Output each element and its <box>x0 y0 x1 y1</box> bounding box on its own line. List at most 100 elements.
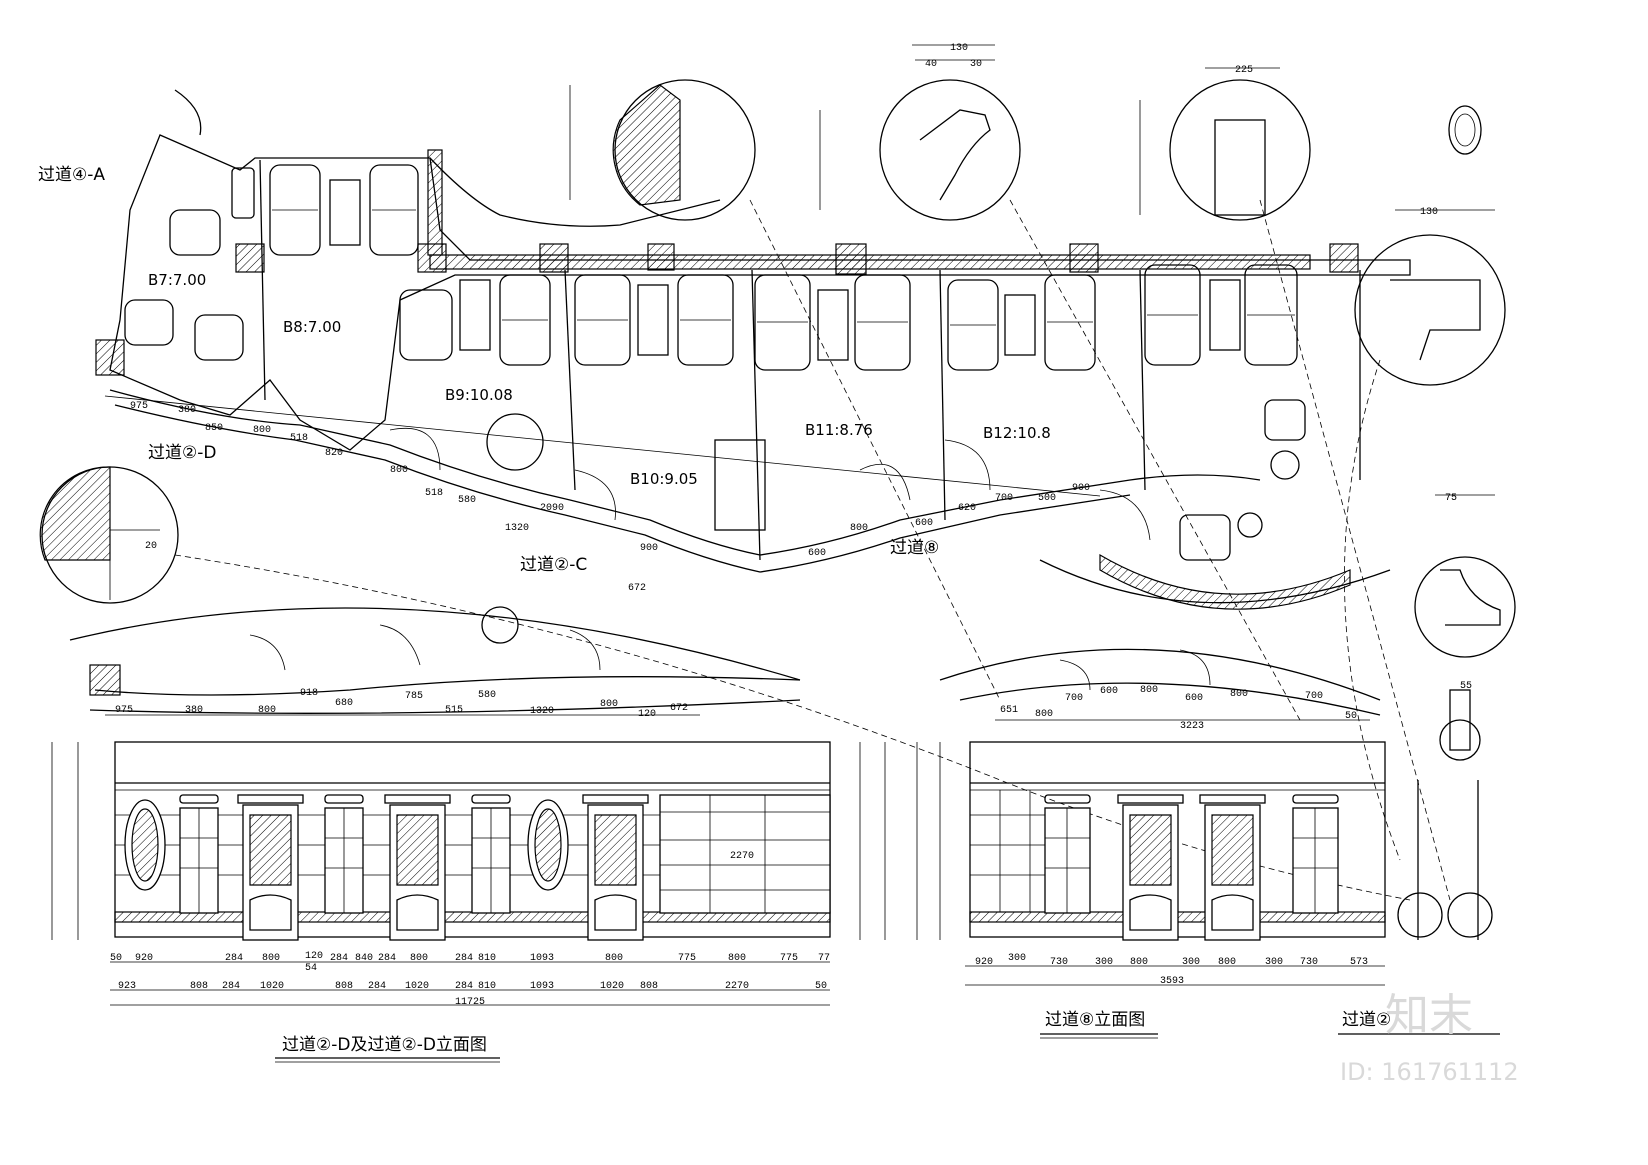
furniture-b12 <box>947 274 1096 371</box>
svg-text:75: 75 <box>1445 493 1457 504</box>
svg-text:840: 840 <box>355 953 373 964</box>
svg-text:284: 284 <box>455 953 473 964</box>
svg-text:920: 920 <box>975 957 993 968</box>
svg-text:800: 800 <box>600 699 618 710</box>
furniture-b11 <box>754 274 911 371</box>
svg-text:800: 800 <box>1218 957 1236 968</box>
svg-text:2270: 2270 <box>725 981 749 992</box>
elev1-windows <box>179 794 511 914</box>
svg-text:800: 800 <box>605 953 623 964</box>
svg-text:620: 620 <box>958 503 976 514</box>
corridor-strip-left: 975 380 800 918 680 785 515 580 1320 800… <box>69 606 801 720</box>
svg-text:284: 284 <box>368 981 386 992</box>
elev1-shelving: 2270 <box>659 794 831 914</box>
room-b12-label: B12:10.8 <box>983 424 1051 442</box>
furniture-b8 <box>231 164 419 256</box>
plan-dimension-chain: 975 380 850 800 518 820 800 518 580 1320… <box>104 395 1101 594</box>
elev-8-title: 过道⑧立面图 <box>1045 1010 1145 1030</box>
svg-text:1020: 1020 <box>260 981 284 992</box>
svg-text:300: 300 <box>1095 957 1113 968</box>
svg-text:672: 672 <box>628 583 646 594</box>
room-b11-label: B11:8.76 <box>805 421 873 439</box>
room-b7-label: B7:7.00 <box>148 271 206 289</box>
elev-2d-title: 过道②-D及过道②-D立面图 <box>282 1035 487 1055</box>
svg-text:1320: 1320 <box>530 706 554 717</box>
svg-text:284: 284 <box>330 953 348 964</box>
svg-text:284: 284 <box>378 953 396 964</box>
svg-text:800: 800 <box>253 425 271 436</box>
svg-text:918: 918 <box>300 688 318 699</box>
svg-text:800: 800 <box>1130 957 1148 968</box>
svg-text:800: 800 <box>1035 709 1053 720</box>
svg-text:1093: 1093 <box>530 953 554 964</box>
svg-text:808: 808 <box>335 981 353 992</box>
svg-text:900: 900 <box>1072 483 1090 494</box>
furniture-b7 <box>124 209 244 361</box>
svg-text:800: 800 <box>1230 689 1248 700</box>
svg-text:1020: 1020 <box>405 981 429 992</box>
svg-text:730: 730 <box>1050 957 1068 968</box>
svg-text:130: 130 <box>950 43 968 54</box>
svg-text:120: 120 <box>638 709 656 720</box>
svg-text:800: 800 <box>1140 685 1158 696</box>
svg-text:3593: 3593 <box>1160 976 1184 987</box>
watermark-id: ID: 161761112 <box>1340 1058 1519 1086</box>
svg-text:1020: 1020 <box>600 981 624 992</box>
svg-text:54: 54 <box>305 963 317 974</box>
svg-text:810: 810 <box>478 953 496 964</box>
svg-text:600: 600 <box>1100 686 1118 697</box>
svg-text:900: 900 <box>640 543 658 554</box>
elev2-openings <box>1044 794 1339 941</box>
elev1-doors <box>237 794 649 941</box>
elev1-dims: 50 920 284 800 120 54 284 840 284 800 28… <box>110 951 830 1008</box>
furniture-b9 <box>399 274 551 471</box>
svg-text:380: 380 <box>178 405 196 416</box>
svg-text:300: 300 <box>1182 957 1200 968</box>
svg-text:225: 225 <box>1235 65 1253 76</box>
svg-text:975: 975 <box>130 401 148 412</box>
shelf-dim: 2270 <box>730 851 754 862</box>
svg-text:580: 580 <box>478 690 496 701</box>
corridor-8-label: 过道⑧ <box>890 538 939 558</box>
svg-text:808: 808 <box>190 981 208 992</box>
svg-text:785: 785 <box>405 691 423 702</box>
svg-text:850: 850 <box>205 423 223 434</box>
svg-text:77: 77 <box>818 953 830 964</box>
svg-text:800: 800 <box>728 953 746 964</box>
svg-text:518: 518 <box>290 433 308 444</box>
corridor-2c-label: 过道②-C <box>520 555 587 575</box>
svg-text:500: 500 <box>1038 493 1056 504</box>
svg-text:700: 700 <box>995 493 1013 504</box>
svg-text:651: 651 <box>1000 705 1018 716</box>
svg-text:3223: 3223 <box>1180 721 1204 732</box>
svg-text:120: 120 <box>305 951 323 962</box>
svg-text:775: 775 <box>780 953 798 964</box>
watermark-logo: 知末 <box>1385 990 1473 1041</box>
svg-text:975: 975 <box>115 705 133 716</box>
svg-text:40: 40 <box>925 59 937 70</box>
svg-text:1320: 1320 <box>505 523 529 534</box>
svg-text:284: 284 <box>455 981 473 992</box>
svg-text:50: 50 <box>815 981 827 992</box>
furniture-lobby <box>1144 264 1306 561</box>
svg-text:50: 50 <box>110 953 122 964</box>
svg-text:518: 518 <box>425 488 443 499</box>
room-b10-label: B10:9.05 <box>630 470 698 488</box>
elevation-2d: 2270 50 920 284 800 120 54 284 840 284 8… <box>51 741 886 1063</box>
svg-text:775: 775 <box>678 953 696 964</box>
svg-text:573: 573 <box>1350 957 1368 968</box>
elev2-dims: 920 300 730 300 800 300 800 300 730 573 … <box>975 953 1368 987</box>
svg-text:800: 800 <box>850 523 868 534</box>
svg-text:730: 730 <box>1300 957 1318 968</box>
svg-text:810: 810 <box>478 981 496 992</box>
room-b9-label: B9:10.08 <box>445 386 513 404</box>
svg-text:700: 700 <box>1305 691 1323 702</box>
svg-text:300: 300 <box>1265 957 1283 968</box>
elev-partial-title: 过道② <box>1342 1010 1391 1030</box>
svg-text:800: 800 <box>262 953 280 964</box>
corridor-2d-label: 过道②-D <box>148 443 216 463</box>
svg-text:800: 800 <box>390 465 408 476</box>
svg-text:600: 600 <box>1185 693 1203 704</box>
svg-text:515: 515 <box>445 705 463 716</box>
